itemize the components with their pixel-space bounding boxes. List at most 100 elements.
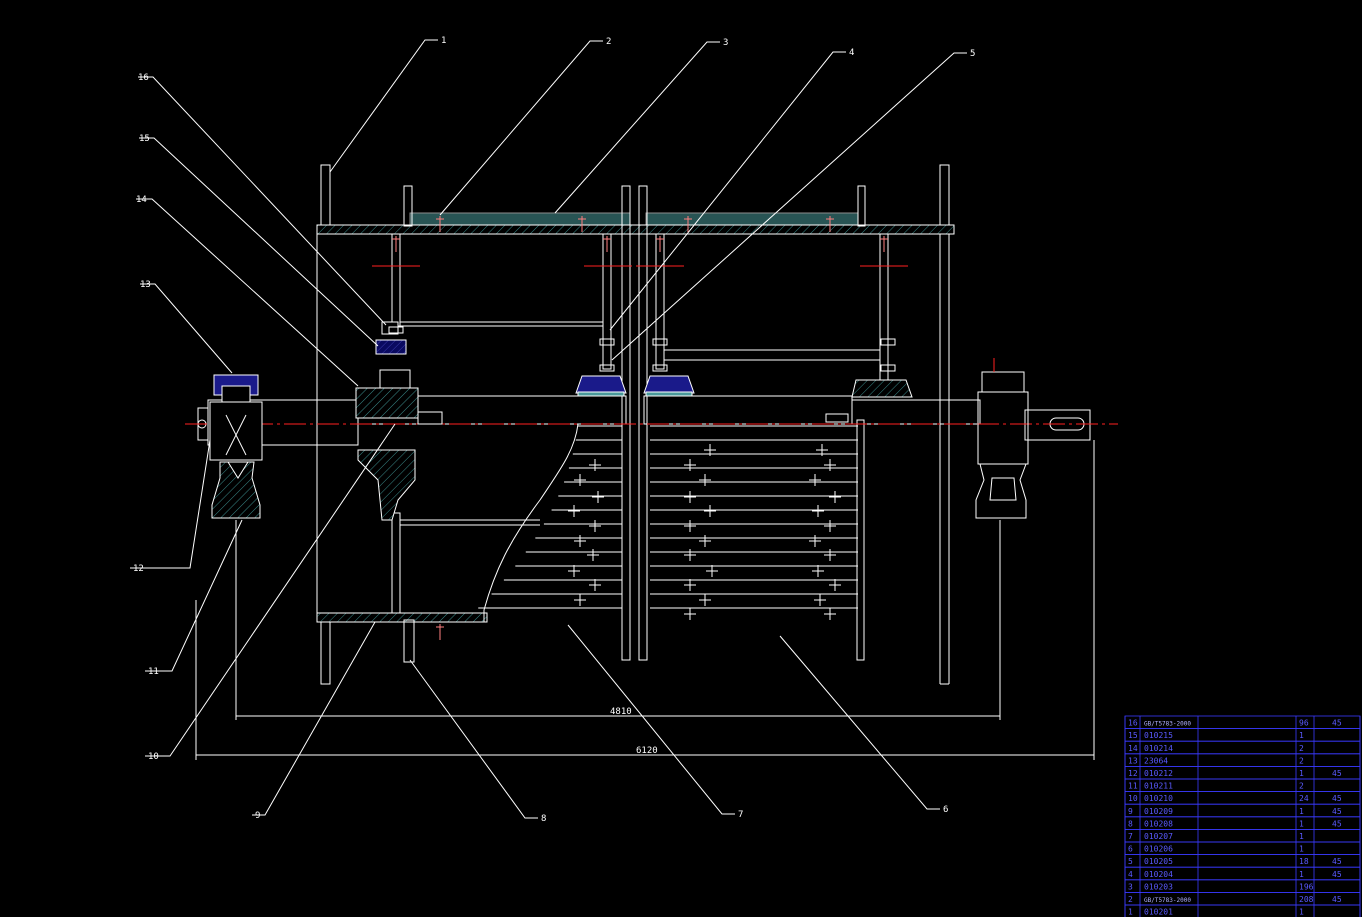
bom-code: 010211 (1144, 782, 1173, 791)
rod-clamp (652, 364, 668, 372)
right-end-plate-top (939, 164, 950, 226)
bom-no: 12 (1128, 769, 1138, 778)
leader-line (567, 624, 735, 815)
leader-line (611, 52, 967, 361)
filter-plates-left (478, 425, 622, 609)
left-gear-assembly (355, 321, 443, 521)
leader-line (554, 41, 720, 214)
callout-1: 1 (441, 36, 446, 46)
filter-plates-right (650, 425, 858, 620)
leader-line (145, 423, 396, 757)
bom-no: 6 (1128, 845, 1133, 854)
rod-clamp (599, 364, 615, 372)
bom-no: 1 (1128, 908, 1133, 917)
callout-2: 2 (606, 37, 611, 47)
bom-qty: 24 (1299, 794, 1309, 803)
main-shaft (197, 395, 1091, 446)
bom-code: 010209 (1144, 807, 1173, 816)
bom-code: 23064 (1144, 756, 1168, 765)
callout-8: 8 (541, 814, 546, 824)
bom-qty: 1 (1299, 731, 1304, 740)
bom-code: 010207 (1144, 832, 1173, 841)
bom-qty: 1 (1299, 870, 1304, 879)
bom-qty: 196 (1299, 882, 1314, 891)
left-bearing-housing (209, 374, 263, 519)
rod-clamp (599, 338, 615, 346)
right-bearing-pedestal (975, 358, 1029, 519)
bom-material: 45 (1332, 794, 1342, 803)
bom-code: GB/T5783-2000 (1144, 897, 1191, 904)
bom-code: 010212 (1144, 769, 1173, 778)
bom-qty: 208 (1299, 895, 1314, 904)
bom-no: 3 (1128, 882, 1133, 891)
leader-line (329, 39, 438, 173)
callout-9: 9 (255, 811, 260, 821)
leader-line (145, 519, 243, 672)
bom-code: 010215 (1144, 731, 1173, 740)
bom-code: 010208 (1144, 819, 1173, 828)
bom-no: 4 (1128, 870, 1133, 879)
bolts (388, 216, 896, 640)
divider-plate-1 (621, 185, 631, 661)
callout-12: 12 (133, 564, 144, 574)
bom-code: 010210 (1144, 794, 1173, 803)
callout-6: 6 (943, 805, 948, 815)
bom-no: 5 (1128, 857, 1133, 866)
callout-11: 11 (148, 667, 159, 677)
bom-material: 45 (1332, 769, 1342, 778)
leader-line (609, 51, 846, 331)
bom-no: 15 (1128, 731, 1138, 740)
cut-boundary (483, 423, 579, 622)
callout-labels: 1 2 3 4 5 6 7 8 9 10 11 12 13 14 15 16 (133, 36, 975, 824)
callout-16: 16 (138, 73, 149, 83)
bom-code: 010201 (1144, 908, 1173, 917)
bom-code: 010204 (1144, 870, 1173, 879)
left-end-plate-top (320, 164, 331, 226)
bom-no: 11 (1128, 782, 1138, 791)
callout-3: 3 (723, 38, 728, 48)
dimension-lines (195, 440, 1095, 760)
bom-qty: 96 (1299, 719, 1309, 728)
callout-7: 7 (738, 810, 743, 820)
rod-clamp (880, 364, 896, 372)
bom-no: 2 (1128, 895, 1133, 904)
bom-qty: 1 (1299, 845, 1304, 854)
callout-4: 4 (849, 48, 854, 58)
bom-qty: 1 (1299, 819, 1304, 828)
callout-13: 13 (140, 280, 151, 290)
bom-material: 45 (1332, 719, 1342, 728)
frame (316, 164, 955, 685)
bom-qty: 1 (1299, 807, 1304, 816)
top-beam (316, 224, 955, 235)
rod-clamp (652, 338, 668, 346)
leader-line (439, 40, 603, 216)
bom-qty: 2 (1299, 756, 1304, 765)
leader-line (139, 137, 379, 347)
dimension-inner: 4810 (610, 707, 632, 717)
bom-material: 45 (1332, 807, 1342, 816)
rod-clamp (880, 338, 896, 346)
bom-code: GB/T5783-2000 (1144, 721, 1191, 728)
rod-supports (575, 375, 913, 423)
rod-clamp (388, 326, 404, 334)
bom-material: 45 (1332, 819, 1342, 828)
bom-code: 010214 (1144, 744, 1173, 753)
leader-line (140, 283, 233, 374)
bom-code: 010206 (1144, 845, 1173, 854)
callout-10: 10 (148, 752, 159, 762)
divider-plate-2 (638, 185, 648, 661)
bom-no: 14 (1128, 744, 1138, 753)
leader-line (779, 635, 940, 810)
bom-code: 010203 (1144, 882, 1173, 891)
bom-no: 9 (1128, 807, 1133, 816)
bom-qty: 1 (1299, 908, 1304, 917)
leader-line (136, 198, 359, 387)
bottom-beam (316, 612, 488, 623)
bom-material: 45 (1332, 870, 1342, 879)
leader-line (252, 621, 376, 816)
bom-no: 8 (1128, 819, 1133, 828)
leader-line (138, 76, 387, 326)
bom-no: 13 (1128, 756, 1138, 765)
